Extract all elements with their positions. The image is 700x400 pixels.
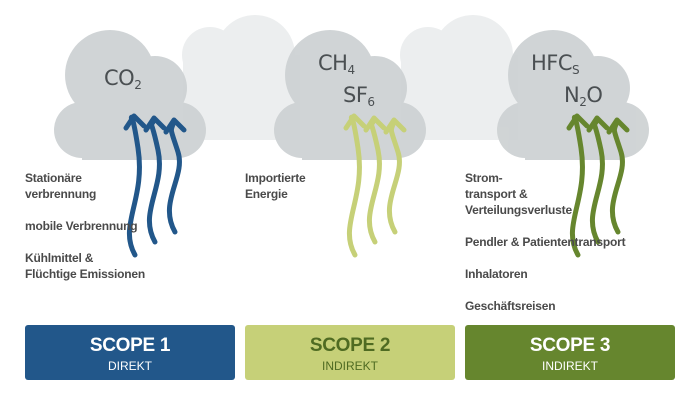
scope1-title: SCOPE 1 xyxy=(89,335,171,356)
scope1-subtitle: DIREKT xyxy=(107,359,152,373)
heat-arrow-icon xyxy=(566,113,590,258)
source-item: Geschäftsreisen xyxy=(465,299,556,313)
heat-arrow-icon xyxy=(343,113,367,258)
scope2-sources: Importierte Energie xyxy=(245,170,460,218)
scope3-subtitle: INDIREKT xyxy=(541,359,598,373)
heat-arrow-icon xyxy=(143,115,167,245)
source-item: Strom- transport & Verteilungsverluste xyxy=(465,171,572,217)
scope2-title: SCOPE 2 xyxy=(309,335,391,356)
gas-ch4: CH4 xyxy=(318,51,355,77)
source-item: mobile Verbrennung xyxy=(25,219,138,233)
gas-co2: CO2 xyxy=(104,66,142,92)
gas-n2o: N2O xyxy=(564,83,603,109)
gas-sf6: SF6 xyxy=(343,83,375,109)
heat-arrow-icon xyxy=(163,117,187,235)
scope1-sources: Stationäre verbrennung mobile Verbrennun… xyxy=(25,170,240,298)
scope3-sources: Strom- transport & Verteilungsverluste P… xyxy=(465,170,680,330)
heat-arrow-icon xyxy=(123,113,147,258)
heat-arrow-icon xyxy=(363,115,387,245)
scope1-box: SCOPE 1 DIREKT xyxy=(25,325,235,380)
heat-arrow-icon xyxy=(606,117,630,235)
heat-arrow-icon xyxy=(383,117,407,235)
heat-arrow-icon xyxy=(586,115,610,245)
source-item: Importierte Energie xyxy=(245,171,306,201)
scope2-subtitle: INDIREKT xyxy=(321,359,378,373)
cloud-scope2 xyxy=(274,30,426,160)
source-item: Inhalatoren xyxy=(465,267,528,281)
scope2-box: SCOPE 2 INDIREKT xyxy=(245,325,455,380)
source-item: Stationäre verbrennung xyxy=(25,171,97,201)
scope3-box: SCOPE 3 INDIREKT xyxy=(465,325,675,380)
source-item: Pendler & Patiententransport xyxy=(465,235,626,249)
gas-hfcs: HFCS xyxy=(531,51,580,77)
scope3-title: SCOPE 3 xyxy=(529,335,611,356)
source-item: Kühlmittel & Flüchtige Emissionen xyxy=(25,251,146,281)
